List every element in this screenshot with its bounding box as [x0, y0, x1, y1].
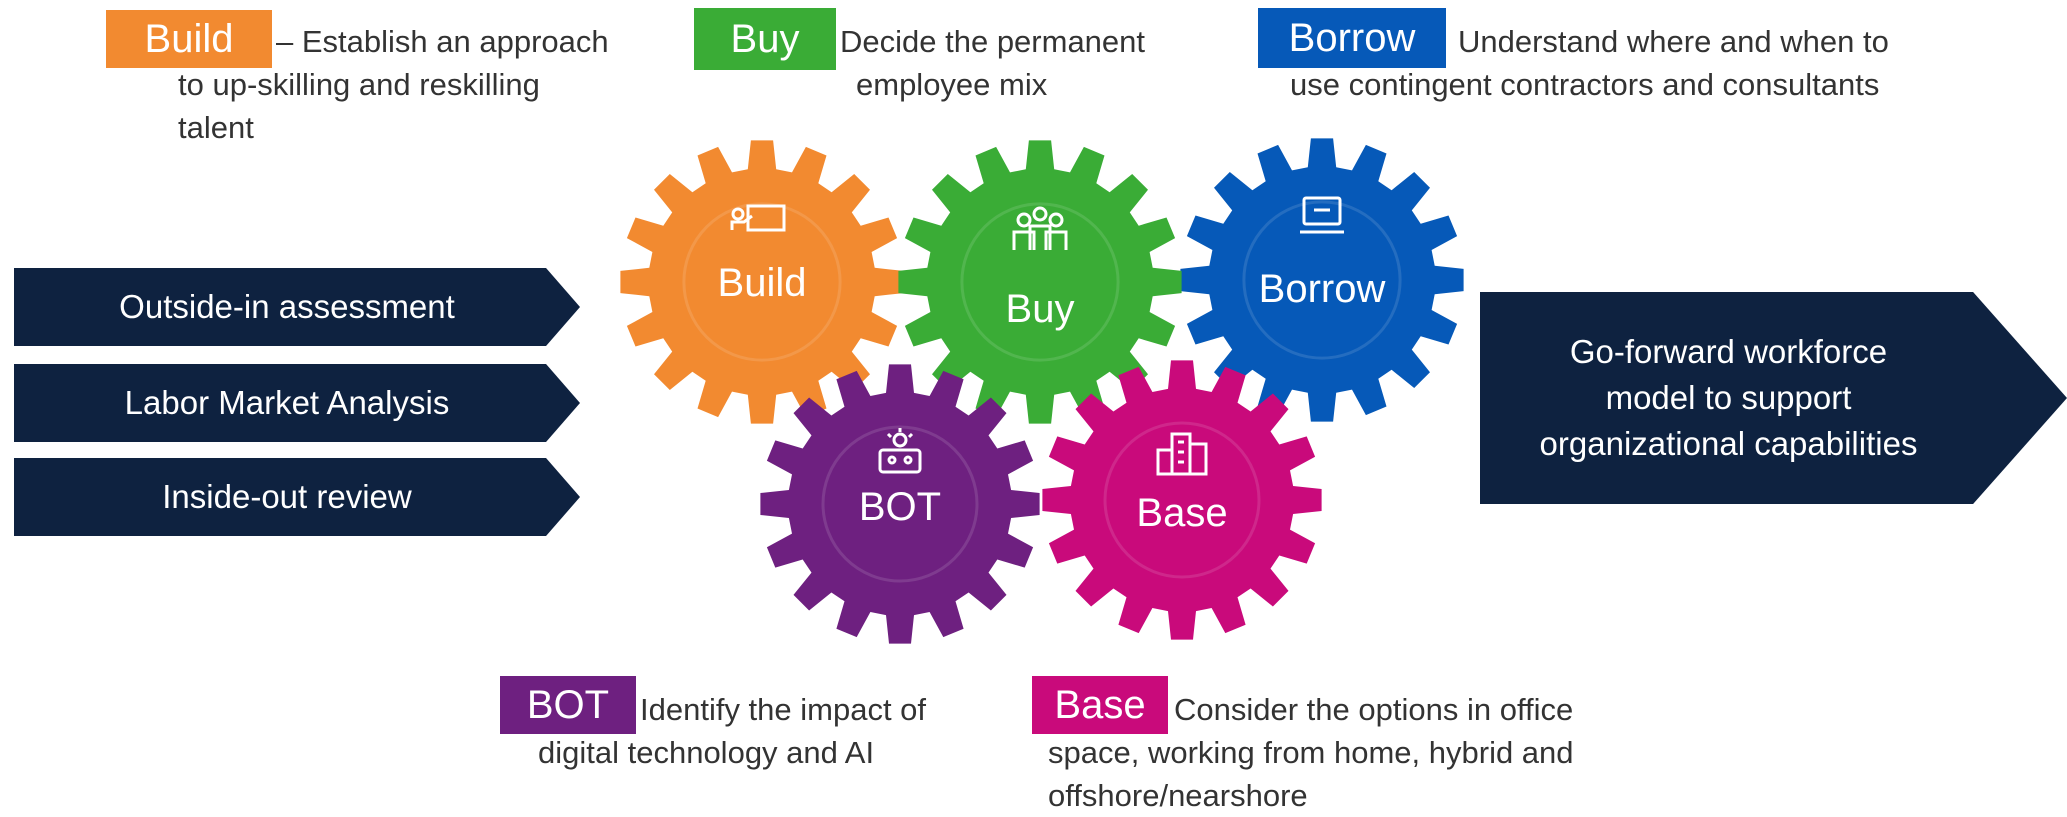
buy-desc-line-2: employee mix: [856, 67, 1048, 102]
bot-description: Identify the impact of digital technolog…: [538, 688, 926, 774]
input-label: Labor Market Analysis: [124, 384, 450, 421]
gear-bot: BOT: [760, 364, 1040, 644]
build-tag: Build: [106, 10, 272, 68]
gear-bot-ring: [821, 425, 979, 583]
monitor-icon: [1300, 196, 1344, 234]
gear-base-shape: [1042, 360, 1322, 640]
build-desc-line-1: – Establish an approach: [276, 24, 609, 59]
buy-tag: Buy: [694, 8, 836, 70]
gear-bot-label: BOT: [859, 485, 941, 529]
borrow-desc-line-2: use contingent contractors and consultan…: [1290, 67, 1880, 102]
buy-desc-line-1: Decide the permanent: [840, 24, 1146, 59]
gear-build: Build: [620, 140, 904, 424]
buy-description: Decide the permanent employee mix: [840, 20, 1145, 106]
gear-buy-ring: [960, 202, 1120, 362]
gear-borrow-shape: [1180, 138, 1464, 422]
gear-buy-shape: [898, 140, 1182, 424]
base-description: Consider the options in office space, wo…: [1048, 688, 1574, 817]
gear-base-label: Base: [1136, 491, 1227, 535]
base-desc-line-3: offshore/nearshore: [1048, 778, 1308, 813]
gear-build-label: Build: [718, 261, 807, 305]
borrow-tag: Borrow: [1258, 8, 1446, 68]
gear-bot-shape: [760, 364, 1040, 644]
output-line-3: organizational capabilities: [1539, 425, 1918, 462]
gear-buy: Buy: [898, 140, 1182, 424]
bot-desc-line-2: digital technology and AI: [538, 735, 875, 770]
build-desc-line-3: talent: [178, 110, 254, 145]
input-outside-in-assessment: Outside-in assessment: [14, 268, 580, 346]
borrow-description: Understand where and when to use conting…: [1290, 20, 1889, 106]
build-description: – Establish an approach to up-skilling a…: [178, 20, 609, 149]
input-inside-out-review: Inside-out review: [14, 458, 580, 536]
borrow-desc-line-1: Understand where and when to: [1458, 24, 1889, 59]
output-workforce-model: Go-forward workforce model to support or…: [1480, 292, 2067, 504]
gear-borrow-ring: [1242, 200, 1402, 360]
base-desc-line-1: Consider the options in office: [1174, 692, 1574, 727]
gear-base-ring: [1103, 421, 1261, 579]
gear-build-shape: [620, 140, 904, 424]
robot-idea-icon: [878, 428, 922, 474]
output-line-1: Go-forward workforce: [1569, 333, 1888, 370]
bot-desc-line-1: Identify the impact of: [640, 692, 927, 727]
base-tag: Base: [1032, 676, 1168, 734]
gear-build-ring: [682, 202, 842, 362]
people-group-icon: [1012, 206, 1068, 250]
bot-tag: BOT: [500, 676, 636, 734]
buildings-icon: [1156, 432, 1208, 476]
input-label: Inside-out review: [162, 478, 412, 515]
output-line-2: model to support: [1605, 379, 1852, 416]
build-desc-line-2: to up-skilling and reskilling: [178, 67, 540, 102]
gear-buy-label: Buy: [1006, 287, 1075, 331]
input-label: Outside-in assessment: [119, 288, 455, 325]
presenter-icon: [730, 204, 786, 232]
gear-borrow: Borrow: [1180, 138, 1464, 422]
gear-base: Base: [1042, 360, 1322, 640]
input-labor-market-analysis: Labor Market Analysis: [14, 364, 580, 442]
base-desc-line-2: space, working from home, hybrid and: [1048, 735, 1574, 770]
gear-borrow-label: Borrow: [1259, 267, 1386, 311]
